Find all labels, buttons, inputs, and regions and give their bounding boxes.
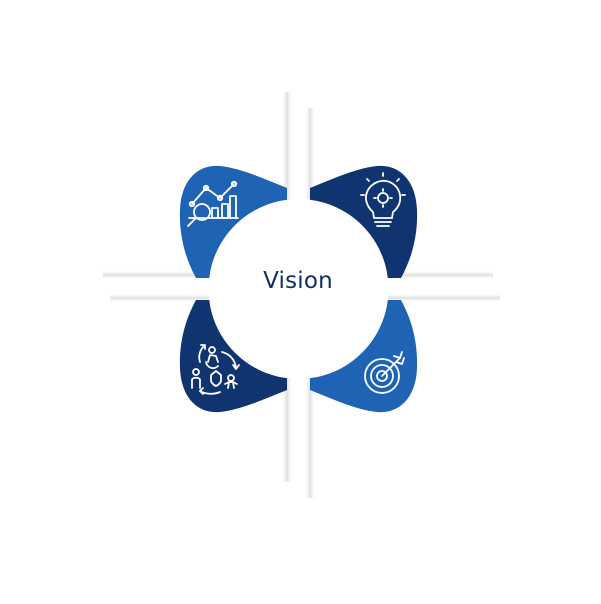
- center-circle: [208, 199, 389, 379]
- data-analysis-icon: [187, 180, 239, 227]
- center-label: Vision: [263, 268, 333, 294]
- lightbulb-gear-icon: [360, 172, 406, 227]
- people-cycle-icon: [191, 344, 240, 395]
- target-arrow-icon: [364, 351, 405, 394]
- petal-top-right: [310, 165, 418, 278]
- petal-top-left: [179, 165, 287, 278]
- petal-bottom-left: [179, 300, 287, 413]
